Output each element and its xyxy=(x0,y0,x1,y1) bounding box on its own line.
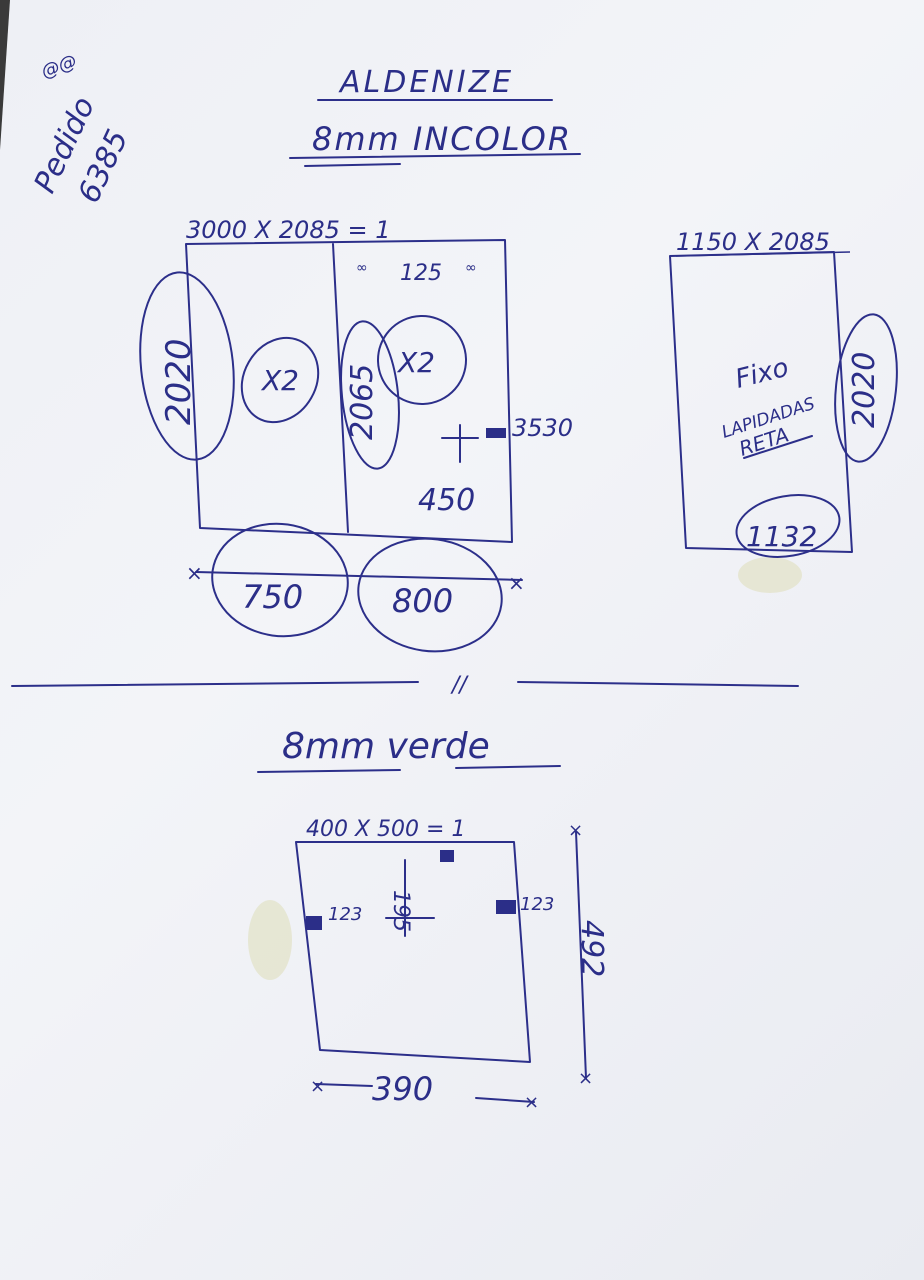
height-dimension-line xyxy=(575,831,587,1079)
width-dim-left xyxy=(315,1083,373,1087)
width-tick-right: × xyxy=(524,1092,539,1113)
small-panel-hole-right xyxy=(496,900,516,914)
side-note-underline xyxy=(743,435,813,459)
width-dim-right xyxy=(475,1097,535,1103)
side-height-circle xyxy=(834,313,898,463)
section2-size: 400 X 500 = 1 xyxy=(306,817,465,842)
eraser-smudge-right xyxy=(738,557,802,593)
small-hole-right-dim: 123 xyxy=(520,894,554,915)
spec-underline-1 xyxy=(289,153,581,159)
small-hole-top-dim: 195 xyxy=(388,890,413,932)
small-hole-left-dim: 123 xyxy=(328,904,362,925)
section2-underline-2 xyxy=(455,765,561,769)
hole-marks-left: ∞ xyxy=(356,260,368,276)
height-tick-bottom: × xyxy=(578,1068,593,1089)
background-shadow xyxy=(0,0,10,150)
side-panel-outline xyxy=(669,251,853,553)
qty-mid-circle xyxy=(377,315,467,405)
dim-tick-left: × xyxy=(186,561,203,585)
glass-spec-title: 8mm INCOLOR xyxy=(312,120,572,158)
qty-left: X2 xyxy=(260,364,299,397)
height-mid-circle xyxy=(340,320,400,470)
small-panel-height: 492 xyxy=(574,920,609,977)
height-tick-top: × xyxy=(568,820,583,841)
side-panel-size: 1150 X 2085 xyxy=(676,228,830,256)
small-panel-hole-left xyxy=(306,916,322,930)
height-mid: 2065 xyxy=(345,364,380,440)
side-note-fixed: Fixo xyxy=(732,353,791,395)
small-panel-hole-top xyxy=(440,850,454,862)
width-right-circle xyxy=(357,537,503,653)
side-width: 1132 xyxy=(746,520,817,553)
section2-title: 8mm verde xyxy=(282,726,490,767)
width-left-circle xyxy=(211,522,349,638)
dim-tick-right: × xyxy=(508,571,525,595)
small-panel-width: 390 xyxy=(372,1070,433,1108)
main-panel-size: 3000 X 2085 = 1 xyxy=(186,216,391,244)
top-marks: 125 xyxy=(400,261,442,286)
section2-underline-1 xyxy=(257,769,401,773)
qty-mid: X2 xyxy=(396,346,435,379)
width-tick-left: × xyxy=(310,1076,325,1097)
small-panel-outline xyxy=(295,841,531,1063)
qty-left-circle xyxy=(240,336,320,424)
width-left: 750 xyxy=(242,578,303,616)
section-divider-mark: // xyxy=(450,673,469,698)
client-name: ALDENIZE xyxy=(338,65,514,100)
handle-height: 3530 xyxy=(512,414,573,442)
section-divider-left xyxy=(11,681,419,687)
main-panel-outline xyxy=(185,239,513,543)
width-dimension-line xyxy=(195,571,523,581)
handle-hole xyxy=(486,428,506,438)
side-height: 2020 xyxy=(847,352,882,428)
spec-underline-2 xyxy=(304,163,401,167)
hole-marks-right: ∞ xyxy=(465,260,477,276)
scribble: @@ xyxy=(39,51,80,83)
height-left-circle xyxy=(139,271,235,461)
section-divider-right xyxy=(517,681,799,687)
eraser-smudge-left xyxy=(248,900,292,980)
side-width-circle xyxy=(735,494,841,558)
handle-offset: 450 xyxy=(418,483,475,518)
width-right: 800 xyxy=(392,582,453,620)
height-left: 2020 xyxy=(159,338,199,425)
